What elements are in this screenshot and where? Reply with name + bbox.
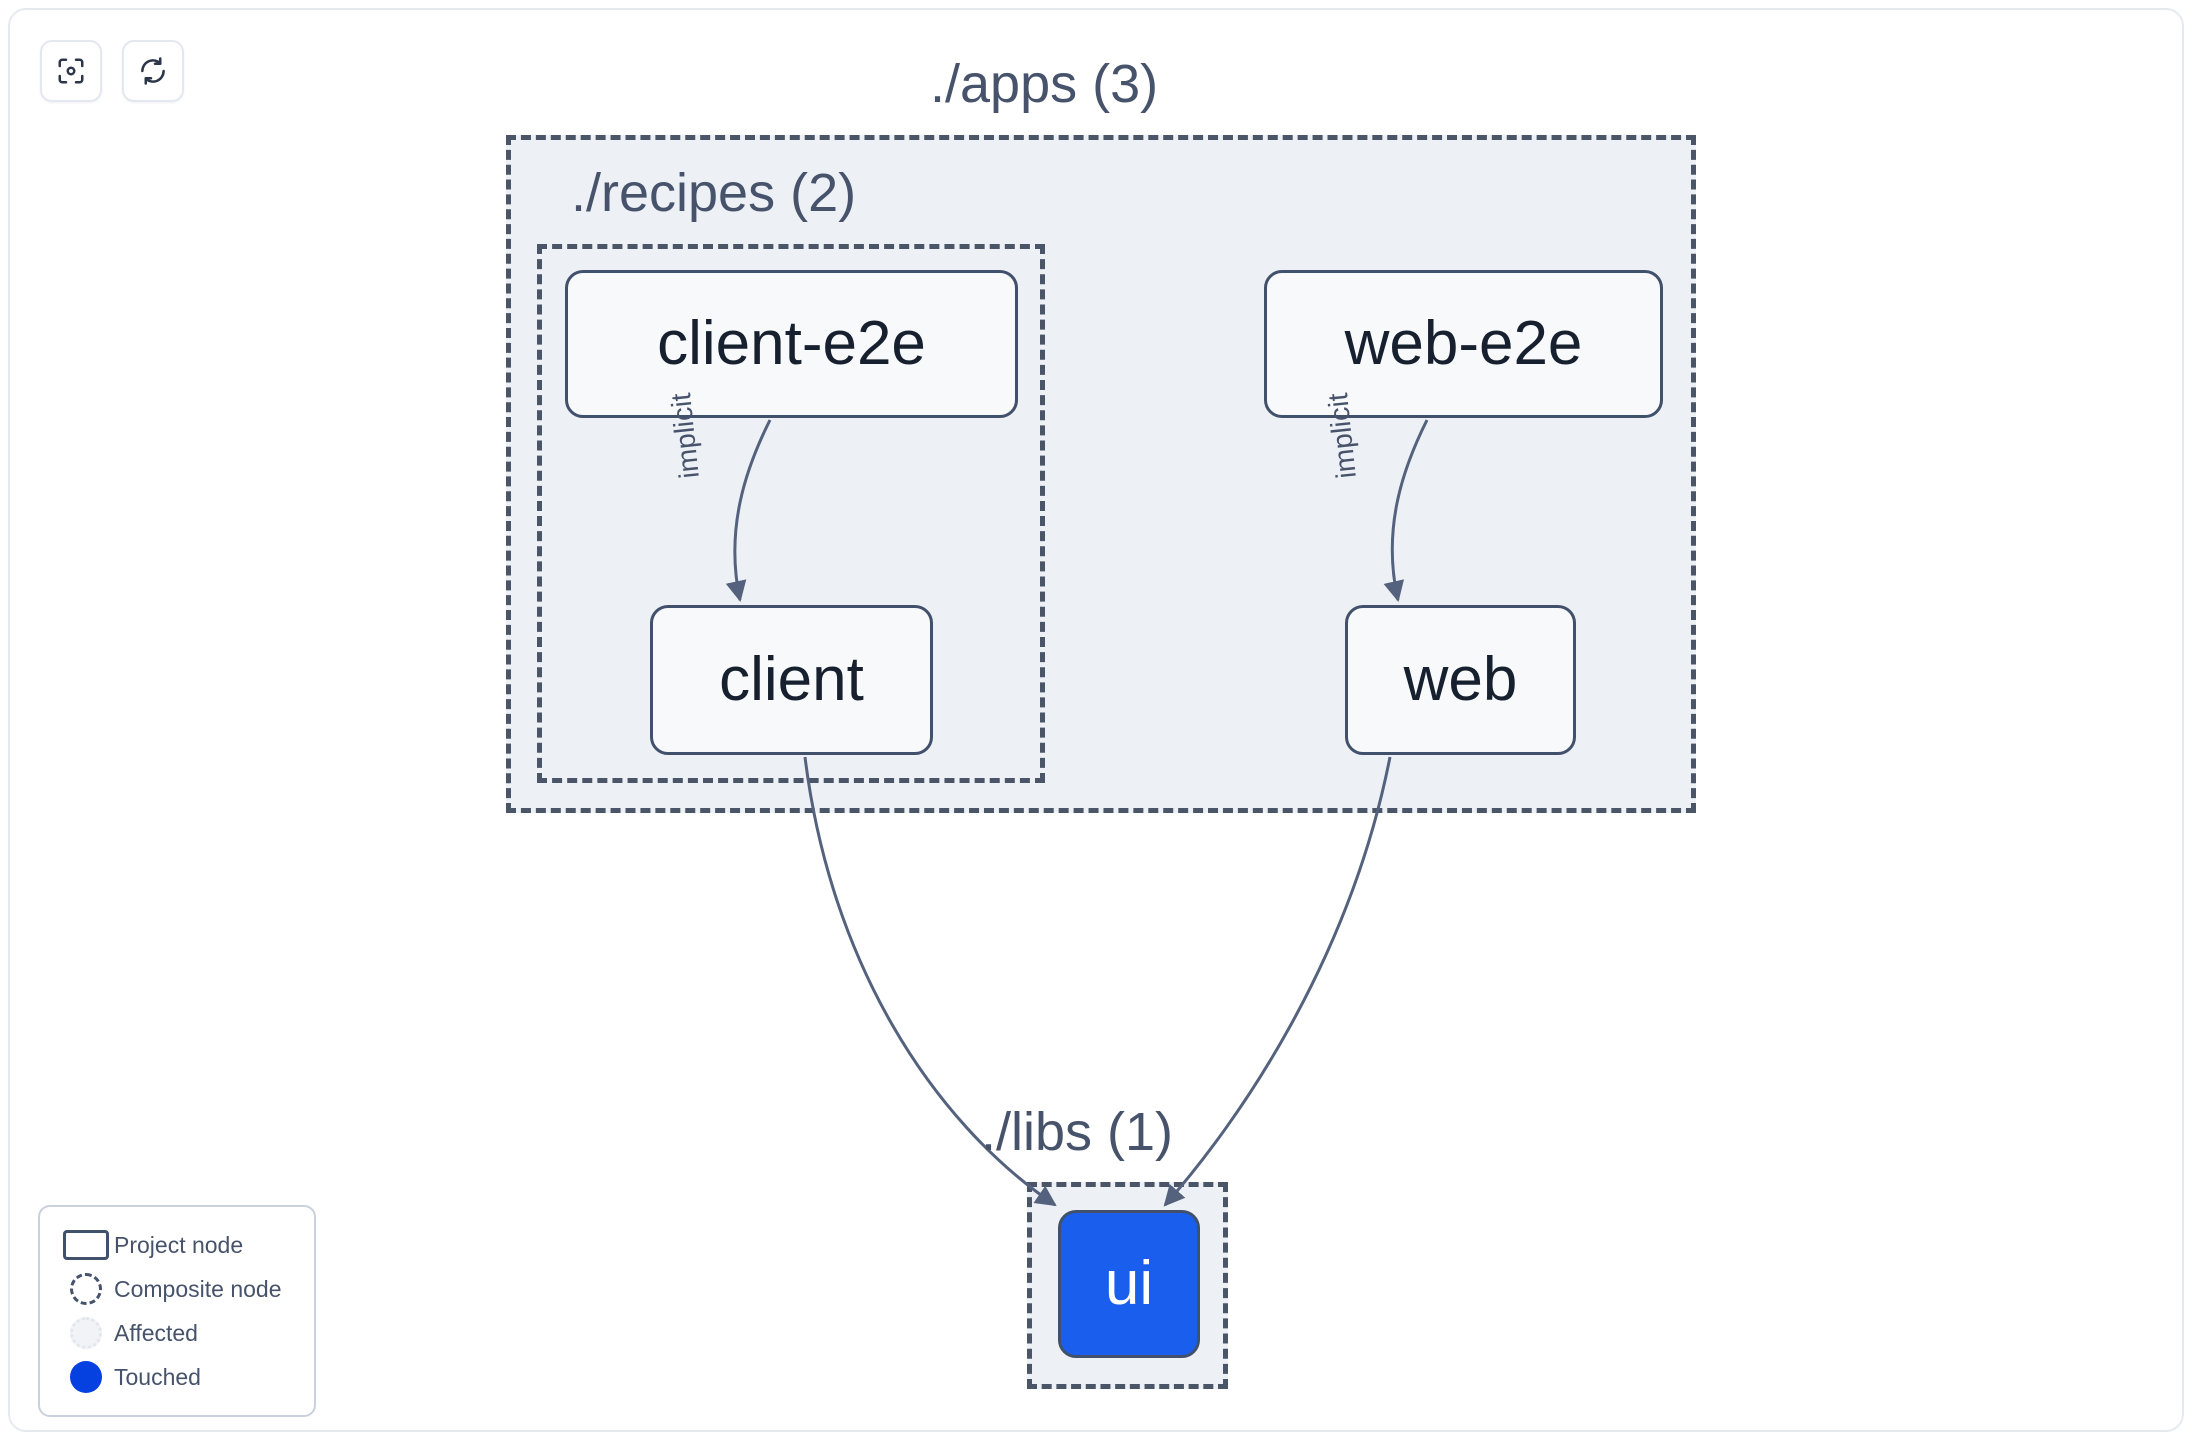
node-client[interactable]: client bbox=[650, 605, 933, 755]
legend-label: Affected bbox=[114, 1319, 198, 1346]
project-node-swatch bbox=[58, 1230, 114, 1260]
node-label: client-e2e bbox=[657, 309, 926, 378]
focus-target-icon bbox=[56, 56, 86, 86]
composite-node-swatch bbox=[58, 1273, 114, 1305]
legend-item-composite-node: Composite node bbox=[58, 1267, 296, 1311]
legend-item-project-node: Project node bbox=[58, 1223, 296, 1267]
node-label: client bbox=[719, 645, 864, 714]
graph-toolbar bbox=[40, 40, 184, 102]
legend-label: Composite node bbox=[114, 1275, 282, 1302]
refresh-icon bbox=[138, 56, 168, 86]
touched-swatch bbox=[58, 1361, 114, 1393]
group-recipes-label: ./recipes (2) bbox=[571, 163, 857, 223]
focus-graph-button[interactable] bbox=[40, 40, 102, 102]
node-web[interactable]: web bbox=[1345, 605, 1576, 755]
legend-item-affected: Affected bbox=[58, 1311, 296, 1355]
group-libs-label: ./libs (1) bbox=[981, 1102, 1174, 1162]
node-label: web-e2e bbox=[1344, 309, 1583, 378]
legend-item-touched: Touched bbox=[58, 1355, 296, 1399]
group-apps-label: ./apps (3) bbox=[930, 54, 1159, 114]
affected-swatch bbox=[58, 1317, 114, 1349]
refresh-graph-button[interactable] bbox=[122, 40, 184, 102]
node-ui[interactable]: ui bbox=[1058, 1210, 1200, 1358]
node-label: web bbox=[1403, 645, 1518, 714]
node-web-e2e[interactable]: web-e2e bbox=[1264, 270, 1663, 418]
node-client-e2e[interactable]: client-e2e bbox=[565, 270, 1018, 418]
legend-label: Touched bbox=[114, 1363, 201, 1390]
legend-panel: Project node Composite node Affected Tou… bbox=[38, 1205, 316, 1417]
legend-label: Project node bbox=[114, 1231, 244, 1258]
node-label: ui bbox=[1104, 1249, 1154, 1318]
